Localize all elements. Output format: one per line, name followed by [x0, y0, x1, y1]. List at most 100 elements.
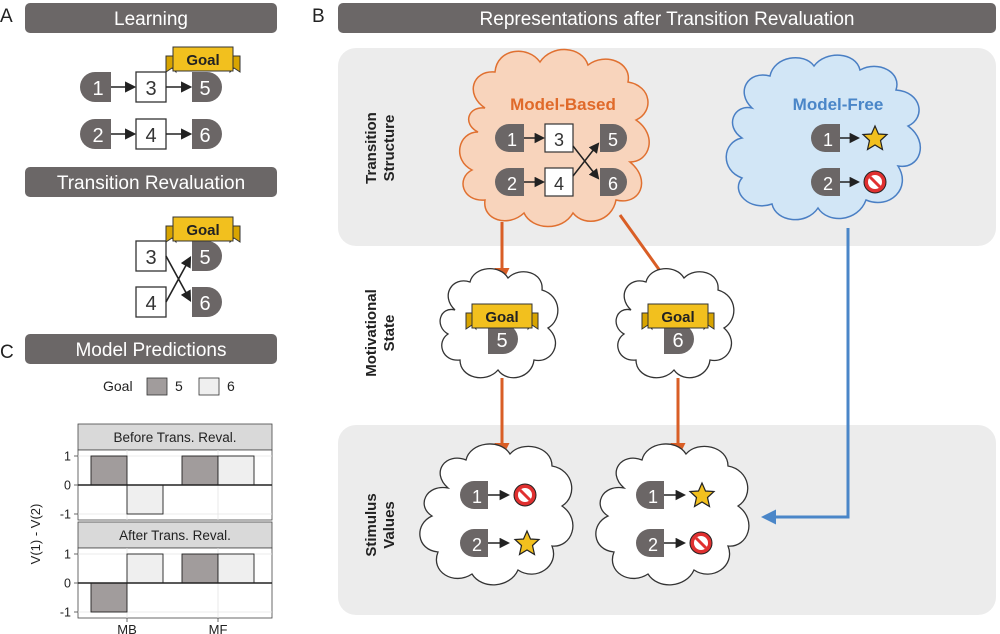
- row-label-stimulus-values: Stimulus Values: [363, 493, 398, 556]
- facet-title: After Trans. Reval.: [119, 528, 231, 543]
- facet-strip: [77, 521, 273, 549]
- arrow-mf-to-values: [761, 228, 850, 525]
- svg-text:2: 2: [823, 174, 833, 194]
- values-cloud-goal6: 1 2: [595, 443, 750, 586]
- svg-text:4: 4: [145, 293, 156, 315]
- learning-header: [25, 3, 277, 33]
- svg-text:4: 4: [554, 174, 564, 194]
- y-axis-label: V(1) - V(2): [28, 504, 43, 565]
- bar: [126, 484, 164, 515]
- state-label-2: 2: [92, 125, 103, 147]
- facet-title: Before Trans. Reval.: [113, 430, 236, 445]
- prohibited-icon: [862, 169, 888, 195]
- state-label-1: 1: [92, 78, 103, 100]
- model-free-title: Model-Free: [793, 95, 884, 114]
- state-node-6: [192, 119, 222, 149]
- y-tick-label: -1: [60, 606, 71, 620]
- legend-label-6: 6: [227, 378, 235, 394]
- prohibited-icon: [688, 530, 714, 556]
- state-label-3: 3: [145, 78, 156, 100]
- svg-text:2: 2: [507, 174, 517, 194]
- bar: [90, 455, 128, 486]
- legend-swatch-5: [146, 377, 168, 396]
- state-box-4: [135, 118, 167, 150]
- goal5-cloud: 5 Goal: [439, 268, 559, 379]
- svg-text:6: 6: [199, 293, 210, 315]
- y-tick-label: -1: [60, 508, 71, 522]
- state-label-4: 4: [145, 125, 156, 147]
- svg-text:Goal: Goal: [485, 309, 518, 326]
- representations-title: Representations after Transition Revalua…: [480, 9, 855, 30]
- svg-text:State: State: [381, 315, 398, 352]
- learning-diagram: 1 3 5 Goal 2 4 6: [80, 46, 241, 150]
- state-box-3: [135, 240, 167, 272]
- panel-letter-c: C: [0, 342, 14, 363]
- svg-text:3: 3: [554, 130, 564, 150]
- legend-label-5: 5: [175, 378, 183, 394]
- goal-banner: Goal: [165, 216, 241, 244]
- svg-text:5: 5: [199, 247, 210, 269]
- bar: [90, 582, 128, 613]
- state-node-6: [192, 287, 222, 317]
- revaluation-title: Transition Revaluation: [57, 173, 245, 194]
- model-based-cloud: Model-Based 1 3 5 2 4 6: [458, 48, 650, 228]
- panel-letter-b: B: [312, 6, 325, 27]
- state-node-5: [192, 72, 222, 102]
- model-based-title: Model-Based: [510, 95, 616, 114]
- svg-text:Transition: Transition: [363, 112, 380, 184]
- svg-text:1: 1: [648, 487, 658, 507]
- legend-swatch-6: [198, 377, 220, 396]
- svg-text:Goal: Goal: [186, 52, 219, 69]
- svg-text:Motivational: Motivational: [363, 289, 380, 377]
- x-tick-label: MB: [117, 622, 137, 634]
- svg-text:1: 1: [507, 130, 517, 150]
- y-tick-label: 1: [64, 548, 71, 562]
- state-label-5: 5: [199, 78, 210, 100]
- goal6-cloud: 6 Goal: [615, 268, 735, 379]
- svg-text:5: 5: [608, 130, 618, 150]
- svg-text:6: 6: [672, 330, 683, 352]
- svg-text:1: 1: [823, 130, 833, 150]
- svg-text:6: 6: [608, 174, 618, 194]
- svg-text:1: 1: [472, 487, 482, 507]
- row-label-transition-structure: Transition Structure: [363, 112, 398, 184]
- predictions-header: [25, 334, 277, 364]
- y-tick-label: 1: [64, 450, 71, 464]
- prohibited-icon: [512, 482, 538, 508]
- svg-text:Goal: Goal: [661, 309, 694, 326]
- row-label-motivational-state: Motivational State: [363, 289, 398, 377]
- y-tick-label: 0: [64, 479, 71, 493]
- chart-legend: Goal 5 6: [103, 377, 235, 396]
- facet-strip: [77, 423, 273, 451]
- svg-text:3: 3: [145, 247, 156, 269]
- svg-text:Stimulus: Stimulus: [363, 493, 380, 556]
- predictions-title: Model Predictions: [75, 340, 226, 361]
- bar: [217, 455, 255, 486]
- revaluation-header: [25, 167, 277, 197]
- bar: [181, 553, 219, 584]
- svg-text:Structure: Structure: [381, 115, 398, 182]
- state-node-1: [80, 72, 111, 102]
- svg-text:5: 5: [496, 330, 507, 352]
- state-node-2: [80, 119, 111, 149]
- bar: [181, 455, 219, 486]
- svg-text:Goal: Goal: [186, 222, 219, 239]
- goal-banner: Goal: [165, 46, 241, 74]
- svg-text:Values: Values: [381, 501, 398, 549]
- legend-title: Goal: [103, 378, 133, 394]
- y-tick-label: 0: [64, 577, 71, 591]
- values-cloud-goal5: 1 2: [419, 443, 574, 586]
- learning-title: Learning: [114, 9, 188, 30]
- panel-letter-a: A: [0, 6, 13, 27]
- svg-text:2: 2: [648, 535, 658, 555]
- svg-text:2: 2: [472, 535, 482, 555]
- state-label-6: 6: [199, 125, 210, 147]
- bar: [126, 553, 164, 584]
- x-tick-label: MF: [209, 622, 228, 634]
- model-free-cloud: Model-Free 1 2: [725, 54, 921, 221]
- representations-header: [338, 3, 996, 33]
- state-node-5: [192, 241, 222, 271]
- revaluation-diagram: 3 4 5 6 Goal: [135, 216, 241, 318]
